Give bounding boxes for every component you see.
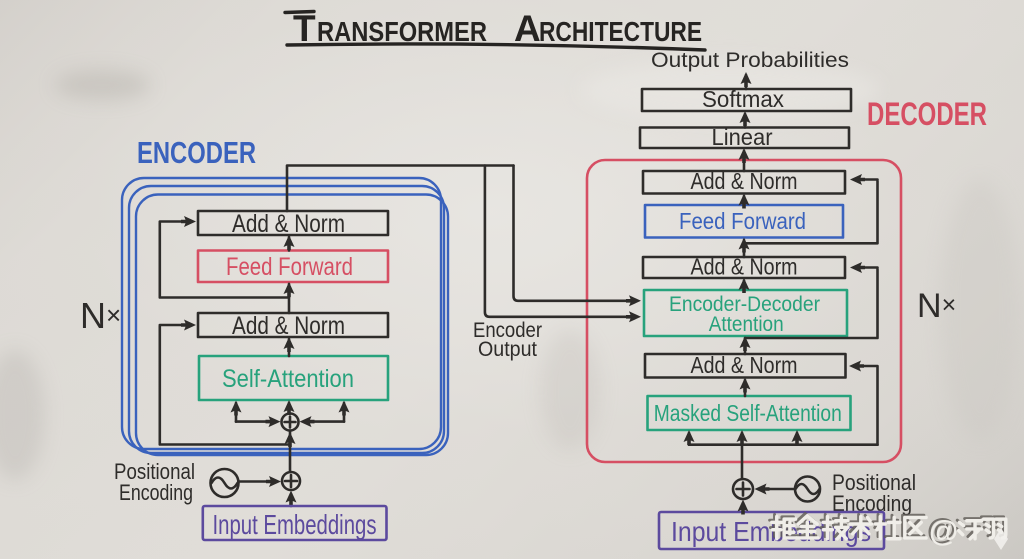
svg-text:Attention: Attention — [709, 313, 784, 336]
svg-text:Linear: Linear — [712, 124, 773, 150]
svg-text:RCHITECTURE: RCHITECTURE — [539, 16, 702, 47]
svg-text:Output Probabilities: Output Probabilities — [651, 49, 849, 72]
svg-text:Add & Norm: Add & Norm — [232, 312, 345, 340]
svg-text:Add & Norm: Add & Norm — [691, 352, 798, 378]
svg-text:Feed Forward: Feed Forward — [226, 253, 353, 281]
svg-text:Encoder-Decoder: Encoder-Decoder — [669, 293, 820, 316]
svg-text:Input Embeddings: Input Embeddings — [213, 509, 377, 540]
svg-text:Softmax: Softmax — [702, 86, 784, 112]
svg-text:Self-Attention: Self-Attention — [222, 365, 354, 393]
svg-text:DECODER: DECODER — [867, 96, 987, 132]
svg-text:@: @ — [929, 515, 958, 548]
svg-text:RANSFORMER: RANSFORMER — [317, 16, 487, 47]
svg-text:ENCODER: ENCODER — [137, 135, 256, 170]
svg-text:Positional: Positional — [114, 459, 195, 484]
svg-text:N×: N× — [80, 295, 121, 336]
svg-text:A: A — [514, 8, 541, 49]
svg-text:Masked Self-Attention: Masked Self-Attention — [654, 400, 842, 426]
svg-text:T: T — [293, 8, 316, 49]
svg-text:Add & Norm: Add & Norm — [232, 210, 345, 238]
svg-text:Add & Norm: Add & Norm — [691, 168, 798, 194]
svg-text:@: @ — [927, 513, 956, 546]
svg-text:Encoding: Encoding — [119, 480, 193, 505]
svg-text:Feed Forward: Feed Forward — [679, 208, 806, 234]
svg-text:Output: Output — [478, 338, 537, 361]
svg-text:Positional: Positional — [832, 470, 916, 495]
svg-text:Encoder: Encoder — [473, 319, 542, 342]
svg-text:N×: N× — [917, 287, 956, 325]
